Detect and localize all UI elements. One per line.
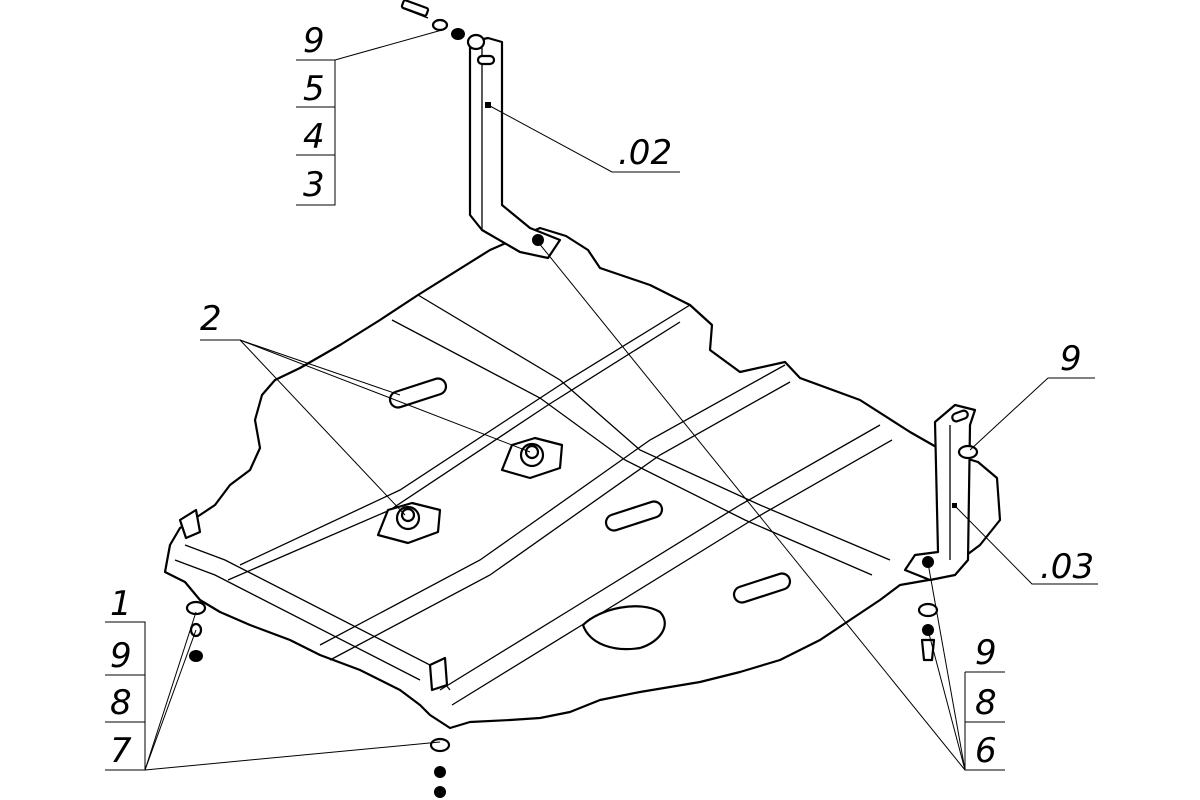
callout-3: 3	[303, 165, 325, 205]
leader-lines	[105, 29, 1098, 771]
top-bolt-set	[400, 0, 486, 51]
nut-pad-upper	[500, 436, 564, 480]
callout-5: 5	[303, 69, 325, 109]
callout-9-bl: 9	[110, 636, 132, 676]
callout-9-right: 9	[1060, 339, 1082, 379]
bottom-right-fasteners	[917, 602, 939, 662]
bracket-02	[468, 36, 562, 260]
callout-9-br: 9	[975, 633, 997, 673]
callout-9-top: 9	[303, 21, 325, 61]
callout-bottom-left-stack: 1 9 8 7	[110, 584, 132, 771]
bottom-center-fasteners	[429, 737, 451, 798]
skid-plate	[163, 226, 1002, 730]
bracket-03	[903, 403, 977, 582]
right-top-washer	[957, 444, 979, 460]
callout-bottom-right-stack: 9 8 6	[975, 633, 997, 771]
callout-4: 4	[303, 117, 325, 157]
callout-7: 7	[110, 731, 132, 771]
callout-part-03: .03	[1040, 547, 1094, 587]
callout-8-bl: 8	[110, 683, 132, 723]
callout-part-2: 2	[200, 299, 222, 339]
nut-pad-lower	[376, 501, 442, 545]
callout-6: 6	[975, 731, 997, 771]
callout-part-02: .02	[618, 133, 672, 173]
callout-8-br: 8	[975, 683, 997, 723]
callout-top-left-stack: 9 5 4 3	[303, 21, 325, 205]
callout-1: 1	[110, 584, 132, 624]
left-tab-brackets	[178, 508, 449, 692]
